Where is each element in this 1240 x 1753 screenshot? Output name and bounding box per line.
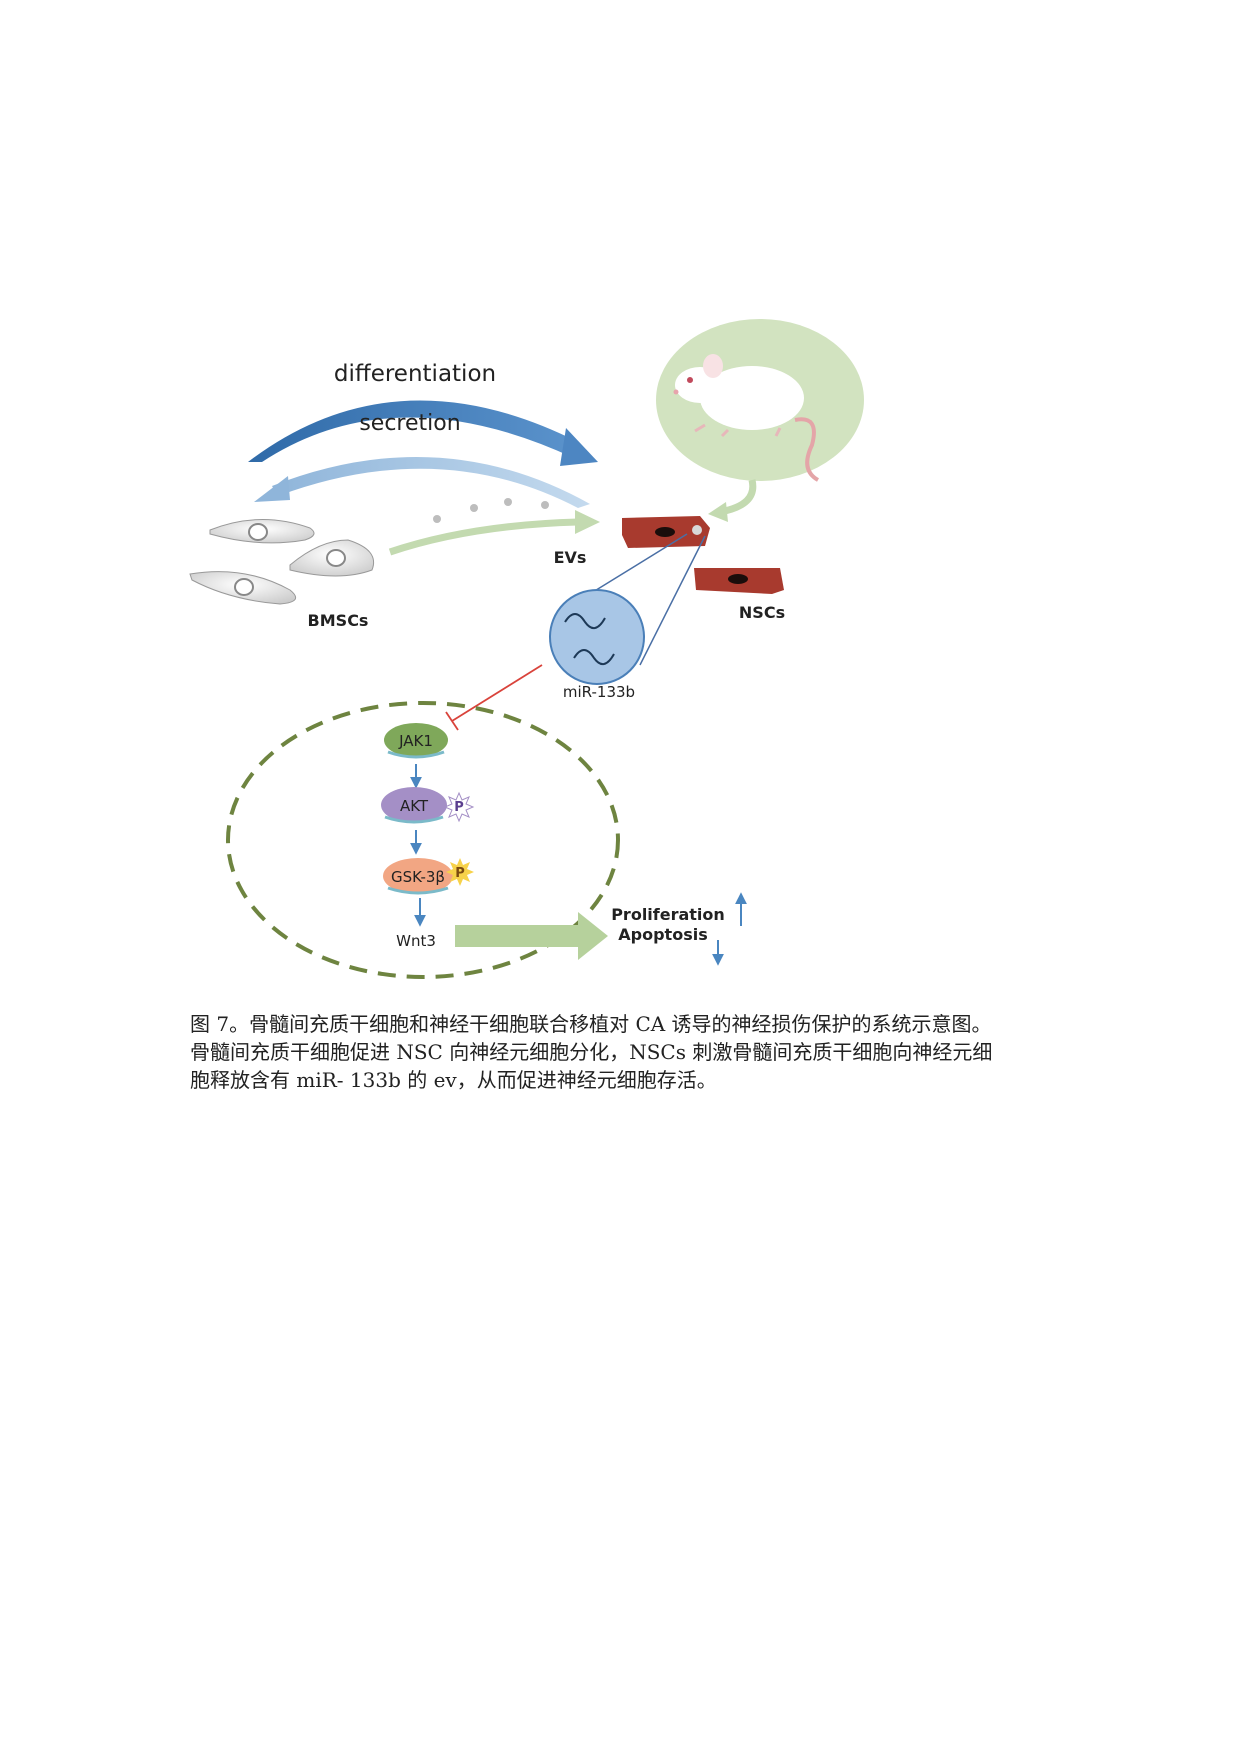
effect-arrow xyxy=(455,912,608,960)
proliferation-label: Proliferation xyxy=(611,905,725,924)
nsc-cell xyxy=(622,516,710,548)
apoptosis-label: Apoptosis xyxy=(618,925,707,944)
neuron-boundary xyxy=(226,701,620,979)
differentiation-arrow xyxy=(248,400,598,466)
gsk3b-node xyxy=(383,858,453,895)
jak1-label: JAK1 xyxy=(398,732,433,750)
akt-label: AKT xyxy=(400,797,429,815)
mirna-label: miR-133b xyxy=(563,683,635,701)
svg-text:P: P xyxy=(455,866,465,881)
bmscs-label: BMSCs xyxy=(308,611,369,630)
bmsc-cell xyxy=(289,539,374,577)
wnt3-label: Wnt3 xyxy=(396,932,436,950)
figure-caption: 图 7。骨髓间充质干细胞和神经干细胞联合移植对 CA 诱导的神经损伤保护的系统示… xyxy=(190,1010,1070,1094)
gsk3b-label: GSK-3β xyxy=(391,868,445,886)
evs-label: EVs xyxy=(554,548,587,567)
caption-line: 图 7。骨髓间充质干细胞和神经干细胞联合移植对 CA 诱导的神经损伤保护的系统示… xyxy=(190,1012,992,1036)
jak1-node xyxy=(384,723,448,759)
secretion-label: secretion xyxy=(359,411,460,436)
nscs-label: NSCs xyxy=(739,603,785,622)
differentiation-label: differentiation xyxy=(334,361,496,387)
bmsc-cell xyxy=(209,518,315,544)
ev-dots xyxy=(433,498,549,523)
svg-text:P: P xyxy=(454,800,464,815)
nsc-cell xyxy=(694,568,784,594)
secretion-arrow xyxy=(254,456,590,508)
mirna-ev-circle xyxy=(549,589,645,685)
inhibition-arrow xyxy=(445,664,543,731)
caption-line: 胞释放含有 miR- 133b 的 ev，从而促进神经元细胞存活。 xyxy=(190,1068,717,1092)
zoom-lines xyxy=(579,533,706,666)
mouse-illustration xyxy=(656,319,864,482)
akt-node xyxy=(381,787,447,824)
bmsc-cell xyxy=(189,571,297,605)
ev-transport-arrow xyxy=(388,510,600,556)
phospho-badge: P xyxy=(446,858,474,886)
caption-line: 骨髓间充质干细胞促进 NSC 向神经元细胞分化，NSCs 刺激骨髓间充质干细胞向… xyxy=(190,1040,993,1064)
phospho-badge: P xyxy=(443,791,475,823)
